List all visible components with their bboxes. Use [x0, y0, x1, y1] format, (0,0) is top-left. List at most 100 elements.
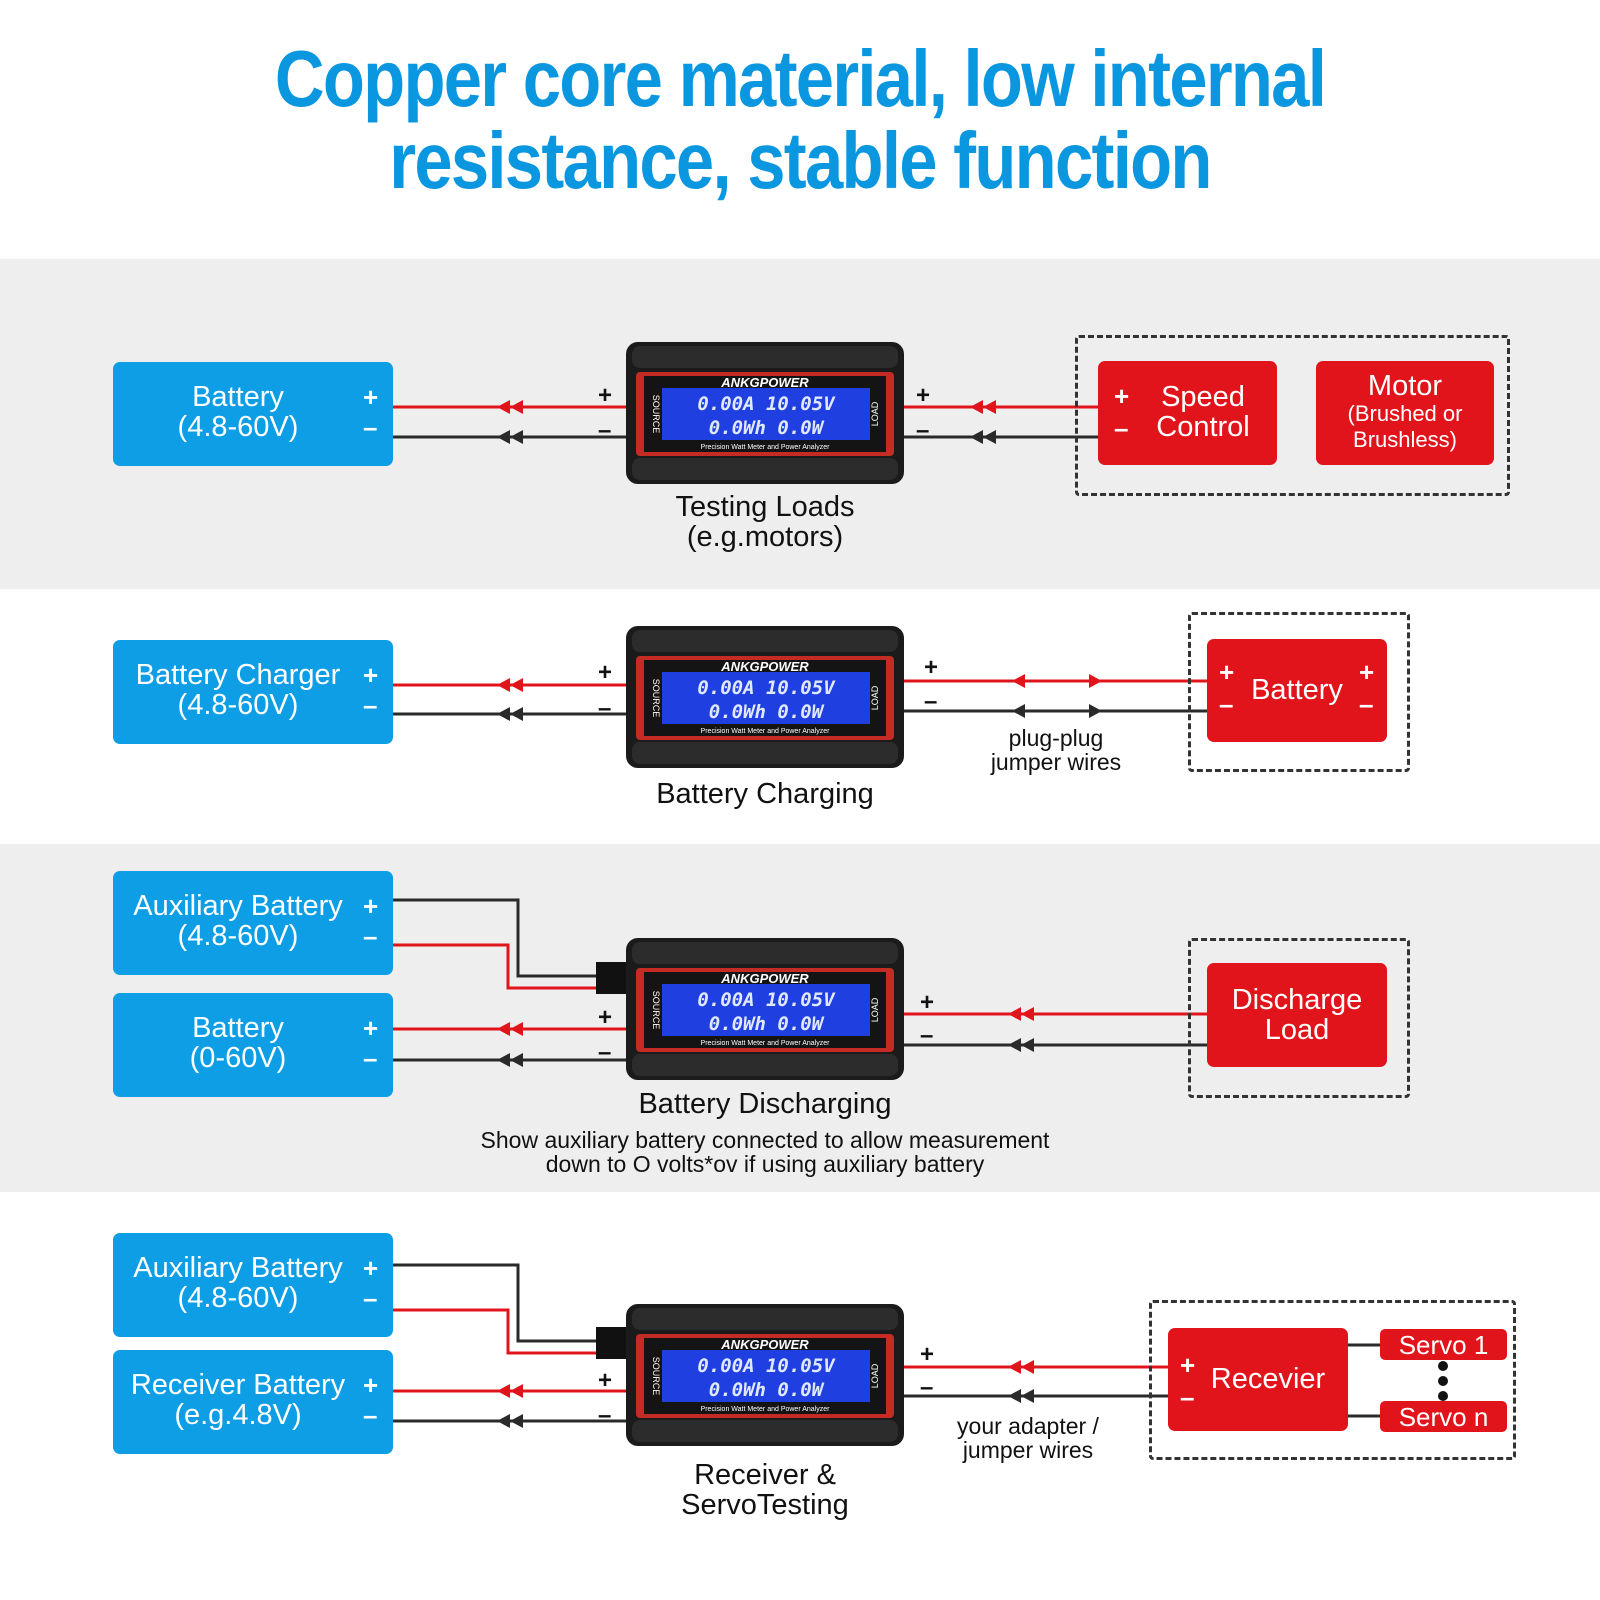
plus-sign: + [363, 891, 379, 921]
double-arrow [1021, 1038, 1034, 1052]
meter-source-label: SOURCE [651, 679, 661, 718]
lcd-line-1: 0.00A 10.05V [697, 393, 836, 415]
plus-sign: + [1180, 1350, 1196, 1380]
discharge-label-2: Load [1264, 1014, 1330, 1046]
charger-range: (4.8-60V) [177, 689, 299, 721]
lcd-screen [662, 1350, 870, 1402]
plus-sign: + [1219, 657, 1235, 687]
meter-source-label: SOURCE [651, 1357, 661, 1396]
plus-sign: + [363, 382, 379, 412]
double-arrow [983, 430, 996, 444]
double-arrow [1008, 1360, 1021, 1374]
speed-control-label-2: Control [1156, 411, 1250, 443]
auxiliary-battery-box: Auxiliary Battery (4.8-60V) + – [113, 871, 393, 975]
meter-load-minus: – [920, 1374, 934, 1401]
ellipsis-dot [1438, 1391, 1448, 1401]
meter-source-label: SOURCE [651, 991, 661, 1030]
meter-source-plus: + [598, 382, 613, 409]
minus-sign: – [1180, 1382, 1195, 1412]
meter-ridge [632, 1420, 898, 1442]
double-arrow [497, 1022, 510, 1036]
receiver-battery-box: Receiver Battery (e.g.4.8V) + – [113, 1350, 393, 1454]
plus-sign: + [363, 1253, 379, 1283]
plus-sign: + [1114, 381, 1130, 411]
minus-sign: – [363, 412, 378, 442]
double-arrow [983, 400, 996, 414]
lcd-screen [662, 984, 870, 1036]
battery-label: Battery [192, 381, 284, 413]
battery-box: Battery (4.8-60V) + – [113, 362, 393, 466]
servo-1-label: Servo 1 [1398, 1330, 1489, 1360]
meter-load-minus: – [916, 417, 930, 444]
receiver-label: Recevier [1210, 1363, 1326, 1395]
plus-sign: + [1359, 657, 1375, 687]
aux-label: Auxiliary Battery [133, 890, 343, 922]
meter-load-label: LOAD [870, 1363, 880, 1388]
motor-label: Motor [1367, 370, 1443, 402]
lcd-line-2: 0.0Wh 0.0W [709, 1013, 825, 1035]
bidirectional-arrow [1089, 704, 1102, 718]
speed-control-label-1: Speed [1161, 381, 1245, 413]
speed-control-box: + – Speed Control [1098, 361, 1277, 465]
meter-ridge [632, 346, 898, 368]
meter-brand: ANKGPOWER [720, 1337, 809, 1352]
battery-label: Battery [1251, 674, 1343, 706]
lcd-line-2: 0.0Wh 0.0W [709, 701, 825, 723]
discharge-label-1: Discharge [1231, 984, 1363, 1016]
rx-battery-label: Receiver Battery [130, 1369, 346, 1401]
servo-n-label: Servo n [1398, 1402, 1489, 1432]
meter-brand: ANKGPOWER [720, 971, 809, 986]
meter-brand: ANKGPOWER [720, 659, 809, 674]
discharge-group-outline [1188, 938, 1410, 1098]
meter-source-minus: – [598, 1039, 612, 1066]
minus-sign: – [1219, 689, 1234, 719]
meter-load-plus: + [920, 989, 935, 1016]
meter-load-plus: + [924, 654, 939, 681]
adapter-note: your adapter / jumper wires [957, 1413, 1099, 1463]
battery-range: (0-60V) [189, 1042, 287, 1074]
meter-source-plus: + [598, 659, 613, 686]
battery-group-outline [1188, 612, 1410, 772]
double-arrow [510, 400, 523, 414]
charger-label: Battery Charger [135, 659, 341, 691]
meter-source-label: SOURCE [651, 395, 661, 434]
meter-brand: ANKGPOWER [720, 375, 809, 390]
aux-connector [596, 1327, 628, 1359]
ellipsis-dot [1438, 1361, 1448, 1371]
lcd-line-2: 0.0Wh 0.0W [709, 1379, 825, 1401]
minus-sign: – [363, 921, 378, 951]
double-arrow [1008, 1389, 1021, 1403]
receiver-group-outline [1149, 1300, 1516, 1460]
bidirectional-arrow [1089, 674, 1102, 688]
double-arrow [510, 707, 523, 721]
aux-connector [596, 962, 628, 994]
meter-load-minus: – [924, 688, 938, 715]
motor-box: Motor (Brushed or Brushless) [1316, 361, 1494, 465]
caption-battery-charging: Battery Charging [656, 778, 874, 810]
meter-ridge [632, 1308, 898, 1330]
battery-box: Battery (0-60V) + – [113, 993, 393, 1097]
servo-1-box: Servo 1 [1380, 1329, 1507, 1360]
meter-ridge [632, 1054, 898, 1076]
double-arrow [497, 1414, 510, 1428]
jumper-note: plug-plug jumper wires [990, 725, 1122, 775]
double-arrow [510, 678, 523, 692]
aux-wire [393, 1308, 600, 1355]
minus-sign: – [1114, 413, 1129, 443]
meter-load-plus: + [916, 382, 931, 409]
plus-sign: + [363, 1370, 379, 1400]
wire-layer [393, 400, 1448, 1428]
meter-load-label: LOAD [870, 685, 880, 710]
double-arrow [1021, 1389, 1034, 1403]
plus-sign: + [363, 660, 379, 690]
minus-sign: – [363, 1283, 378, 1313]
double-arrow [510, 1022, 523, 1036]
lcd-screen [662, 672, 870, 724]
meter-ridge [632, 630, 898, 652]
double-arrow [1008, 1038, 1021, 1052]
aux-range: (4.8-60V) [177, 1282, 299, 1314]
